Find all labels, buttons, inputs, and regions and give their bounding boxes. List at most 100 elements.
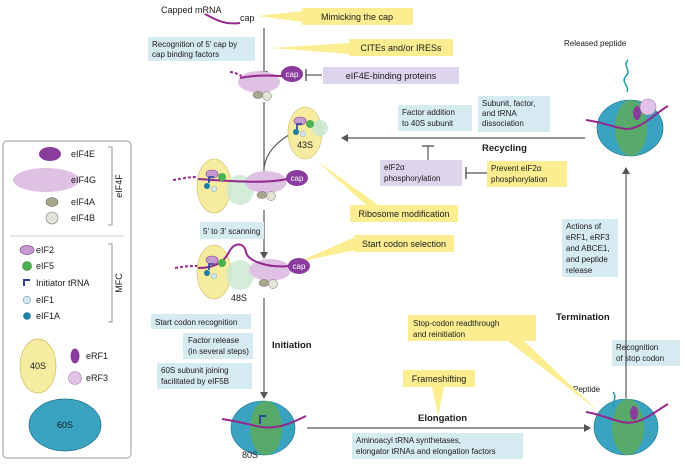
cap-label-3: cap <box>293 262 306 271</box>
capped-mrna-group: Capped mRNA cap <box>161 5 255 25</box>
aminoacyl-box: Aminoacyl tRNA synthetases, elongator tR… <box>352 433 523 459</box>
subunit-dissociation-line1: Subunit, factor, <box>482 99 535 108</box>
subunit-joining-box: 60S subunit joining facilitated by eIF5B <box>157 363 252 389</box>
initiation-label: Initiation <box>272 340 312 351</box>
factor-addition-line1: Factor addition <box>402 108 455 117</box>
subunit-dissociation-line2: and tRNA <box>482 109 517 118</box>
legend-40s-icon <box>19 338 57 394</box>
actions-erf-line3: and ABCE1, <box>566 244 610 253</box>
legend-eif1-label: eIF1 <box>36 295 54 305</box>
actions-erf-line2: eRF1, eRF3 <box>566 233 610 242</box>
legend-60s-icon <box>28 398 102 452</box>
recognition-5cap-line2: cap binding factors <box>152 50 219 59</box>
ribosome-80s: 80S <box>221 400 307 460</box>
recognition-5cap-box: Recognition of 5′ cap by cap binding fac… <box>148 37 255 61</box>
subunit-joining-line1: 60S subunit joining <box>161 366 229 375</box>
legend-erf3-label: eRF3 <box>86 373 108 383</box>
cap-text: cap <box>240 13 255 23</box>
start-codon-rec-text: Start codon recognition <box>155 318 237 327</box>
legend-eif4a-label: eIF4A <box>71 197 95 207</box>
legend-mfc-bracket: MFC <box>114 273 124 293</box>
start-codon-sel-text: Start codon selection <box>362 239 446 249</box>
stop-readthrough-callout: Stop-codon readthrough and reinitiation <box>408 315 597 410</box>
cap-binding-complex: cap <box>229 66 303 101</box>
eif2a-phos-box: eIF2α phosphorylation <box>380 160 462 186</box>
cites-iress-text: CITEs and/or IRESs <box>360 43 442 53</box>
legend-eif4e-icon <box>39 147 61 161</box>
cap-label-2: cap <box>291 174 304 183</box>
aminoacyl-line2: elongator tRNAs and elongation factors <box>356 447 496 456</box>
termination-label: Termination <box>556 312 610 323</box>
recognition-stop-box: Recognition of stop codon <box>612 340 680 366</box>
stop-readthrough-line1: Stop-codon readthrough <box>413 319 499 328</box>
released-peptide-label: Released peptide <box>564 39 627 48</box>
legend-eif1a-icon <box>23 312 31 320</box>
complex-43s: 43S <box>287 106 328 160</box>
legend-erf1-icon <box>70 348 80 364</box>
subunit-dissociation-line3: dissociation <box>482 119 524 128</box>
peptide-label: Peptide <box>573 385 601 394</box>
legend-eif4g-icon <box>13 168 79 192</box>
frameshifting-text: Frameshifting <box>412 374 467 384</box>
actions-erf-box: Actions of eRF1, eRF3 and ABCE1, and pep… <box>562 219 618 277</box>
legend-40s-label: 40S <box>30 361 46 371</box>
prevent-eif2a-line1: Prevent eIF2α <box>491 164 542 173</box>
ribosome-mod-text: Ribosome modification <box>358 209 449 219</box>
complex-48s: cap 48S <box>174 243 310 303</box>
eif2a-phos-line2: phosphorylation <box>384 174 440 183</box>
label-80s: 80S <box>242 450 258 460</box>
eif4e-binding-text: eIF4E-binding proteins <box>346 71 437 81</box>
stop-readthrough-line2: and reinitiation <box>413 330 465 339</box>
legend-erf1-label: eRF1 <box>86 351 108 361</box>
legend-eif4f-bracket: eIF4F <box>114 174 124 198</box>
actions-erf-line4: and peptide <box>566 255 608 264</box>
mimicking-cap-callout: Mimicking the cap <box>258 8 413 25</box>
factor-release-box: Factor release (in several steps) <box>183 333 253 359</box>
prevent-eif2a-line2: phosphorylation <box>491 175 547 184</box>
legend-eif2-label: eIF2 <box>36 245 54 255</box>
ribosome-mod-callout: Ribosome modification <box>316 160 458 222</box>
legend-trna-label: Initiator tRNA <box>36 278 90 288</box>
aminoacyl-line1: Aminoacyl tRNA synthetases, <box>356 436 461 445</box>
legend-trna-icon <box>23 279 30 286</box>
capped-mrna-label: Capped mRNA <box>161 5 222 15</box>
legend-eif5-icon <box>22 261 32 271</box>
ribosome-stop <box>585 391 669 456</box>
eif2a-phos-line1: eIF2α <box>384 163 405 172</box>
legend-eif5-label: eIF5 <box>36 261 54 271</box>
prevent-eif2a-box: Prevent eIF2α phosphorylation <box>487 161 567 187</box>
cites-iress-callout: CITEs and/or IRESs <box>272 39 453 56</box>
factor-addition-box: Factor addition to 40S subunit <box>398 105 472 131</box>
ribosome-released <box>585 59 669 157</box>
legend-panel: eIF4E eIF4G eIF4A eIF4B eIF4F eIF2 eIF5 … <box>2 140 132 459</box>
start-codon-rec-box: Start codon recognition <box>151 314 251 329</box>
cap-label-1: cap <box>286 70 299 79</box>
scanning-text: 5′ to 3′ scanning <box>203 227 260 236</box>
start-codon-sel-callout: Start codon selection <box>298 235 454 262</box>
actions-erf-line5: release <box>566 266 593 275</box>
legend-erf3-icon <box>68 371 82 385</box>
legend-eif2-icon <box>19 245 35 255</box>
legend-eif4b-label: eIF4B <box>71 213 95 223</box>
legend-eif1-icon <box>22 295 32 305</box>
mimicking-cap-text: Mimicking the cap <box>321 12 393 22</box>
legend-eif4e-label: eIF4E <box>71 149 95 159</box>
legend-eif4g-label: eIF4G <box>71 175 96 185</box>
recycling-label: Recycling <box>482 143 527 154</box>
label-48s: 48S <box>231 293 247 303</box>
legend-eif4a-icon <box>45 197 59 207</box>
recognition-stop-line2: of stop codon <box>616 354 664 363</box>
subunit-joining-line2: facilitated by eIF5B <box>161 377 229 386</box>
factor-release-line1: Factor release <box>188 336 240 345</box>
label-43s: 43S <box>297 140 313 150</box>
actions-erf-line1: Actions of <box>566 222 602 231</box>
legend-60s-label: 60S <box>57 420 73 430</box>
frameshifting-callout: Frameshifting <box>403 370 475 416</box>
eif4e-binding-box: eIF4E-binding proteins <box>323 67 459 84</box>
legend-eif1a-label: eIF1A <box>36 311 60 321</box>
elongation-label: Elongation <box>418 413 467 424</box>
factor-addition-line2: to 40S subunit <box>402 119 454 128</box>
recognition-stop-line1: Recognition <box>616 343 658 352</box>
